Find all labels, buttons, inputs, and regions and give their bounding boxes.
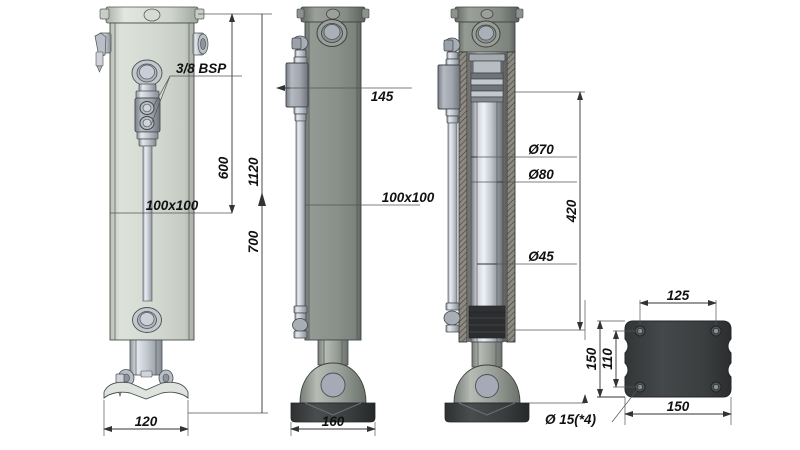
front-hose [142, 145, 153, 302]
dim-plate-150-left-label: 150 [584, 347, 599, 370]
dim-plate-110-label: 110 [600, 348, 615, 370]
section-port-block [437, 64, 461, 110]
side-view [285, 6, 376, 423]
dim-600-label: 600 [216, 156, 231, 179]
section-stem [471, 341, 503, 368]
front-valve-manifold [131, 59, 163, 147]
side-base-pad-groove [304, 402, 362, 416]
dim-rod-45: Ø45 [477, 249, 577, 265]
side-hose [295, 120, 306, 307]
dim-1120-700: 1120 700 [188, 13, 272, 414]
side-base-pad [290, 402, 376, 423]
callout-holes: Ø 15(*4) [545, 389, 638, 427]
callout-thread: 3/8 BSP [150, 61, 242, 126]
front-foot-pad [103, 381, 189, 400]
dim-120: 120 [103, 400, 189, 436]
section-cylinder-barrel [470, 59, 504, 343]
front-side-boss-right [192, 32, 209, 56]
front-stem [129, 339, 163, 376]
dim-600: 600 [198, 13, 240, 214]
side-cap-lug-left [296, 8, 305, 19]
dim-420-label: 420 [564, 199, 579, 223]
base-plate-view [624, 320, 732, 398]
dim-plate-110: 110 [600, 330, 640, 388]
dim-420: 420 [515, 91, 585, 331]
side-cap-lug-right [361, 8, 370, 19]
dim-plate-150-left: 150 [584, 320, 625, 398]
section-top-port [480, 9, 494, 19]
dim-120-label: 120 [135, 414, 158, 429]
side-stem [317, 339, 349, 366]
base-plate-body [624, 320, 732, 398]
side-valve-assembly [285, 35, 309, 122]
section-base-pad-groove [458, 402, 516, 416]
dim-100x100-side-label: 100x100 [382, 190, 435, 205]
section-face-port [471, 20, 501, 48]
dim-bore-70-label: Ø70 [528, 142, 554, 157]
dim-rod-45-label: Ø45 [528, 249, 554, 264]
front-view [94, 6, 209, 400]
callout-thread-label: 3/8 BSP [176, 61, 227, 76]
dim-bore-80-label: Ø80 [528, 167, 554, 182]
dim-1120-label: 1120 [246, 157, 261, 187]
section-hose [447, 122, 458, 304]
section-piston-pack [468, 305, 506, 339]
dim-100x100-front: 100x100 [110, 198, 232, 214]
dim-plate-125-label: 125 [667, 288, 690, 303]
side-foot-pivot [320, 372, 346, 398]
section-base-pad [444, 402, 530, 423]
dim-bore-80: Ø80 [471, 167, 577, 183]
section-valve-assembly [437, 37, 461, 333]
dim-plate-125: 125 [639, 288, 717, 325]
dim-plate-150-bottom: 150 [624, 397, 732, 425]
side-top-port [326, 8, 340, 20]
dim-1120-arrow [258, 192, 266, 206]
dim-100x100-front-label: 100x100 [146, 198, 199, 213]
dim-700-label: 700 [246, 230, 261, 253]
dim-145: 145 [276, 85, 412, 104]
section-cap-lug-right [515, 8, 524, 19]
callout-holes-label: Ø 15(*4) [545, 412, 597, 427]
dim-100x100-side: 100x100 [305, 190, 435, 206]
section-gland-stack [468, 53, 506, 103]
dim-plate-150-bottom-label: 150 [667, 399, 690, 414]
section-foot-pivot [475, 374, 499, 398]
dim-160-label: 160 [322, 414, 345, 429]
front-top-port [143, 8, 161, 22]
side-face-port [316, 19, 348, 47]
front-side-boss-left [94, 32, 112, 73]
section-cap-lug-left [450, 8, 459, 19]
side-hose-fittings [292, 305, 308, 339]
section-view [437, 6, 530, 423]
section-wall-right [506, 51, 516, 343]
front-lower-eyelet [132, 307, 162, 333]
front-cap-lug-left [99, 8, 110, 20]
dim-145-label: 145 [371, 89, 394, 104]
side-column [304, 21, 362, 341]
dim-160: 160 [290, 414, 376, 436]
dim-bore-70: Ø70 [471, 142, 577, 158]
